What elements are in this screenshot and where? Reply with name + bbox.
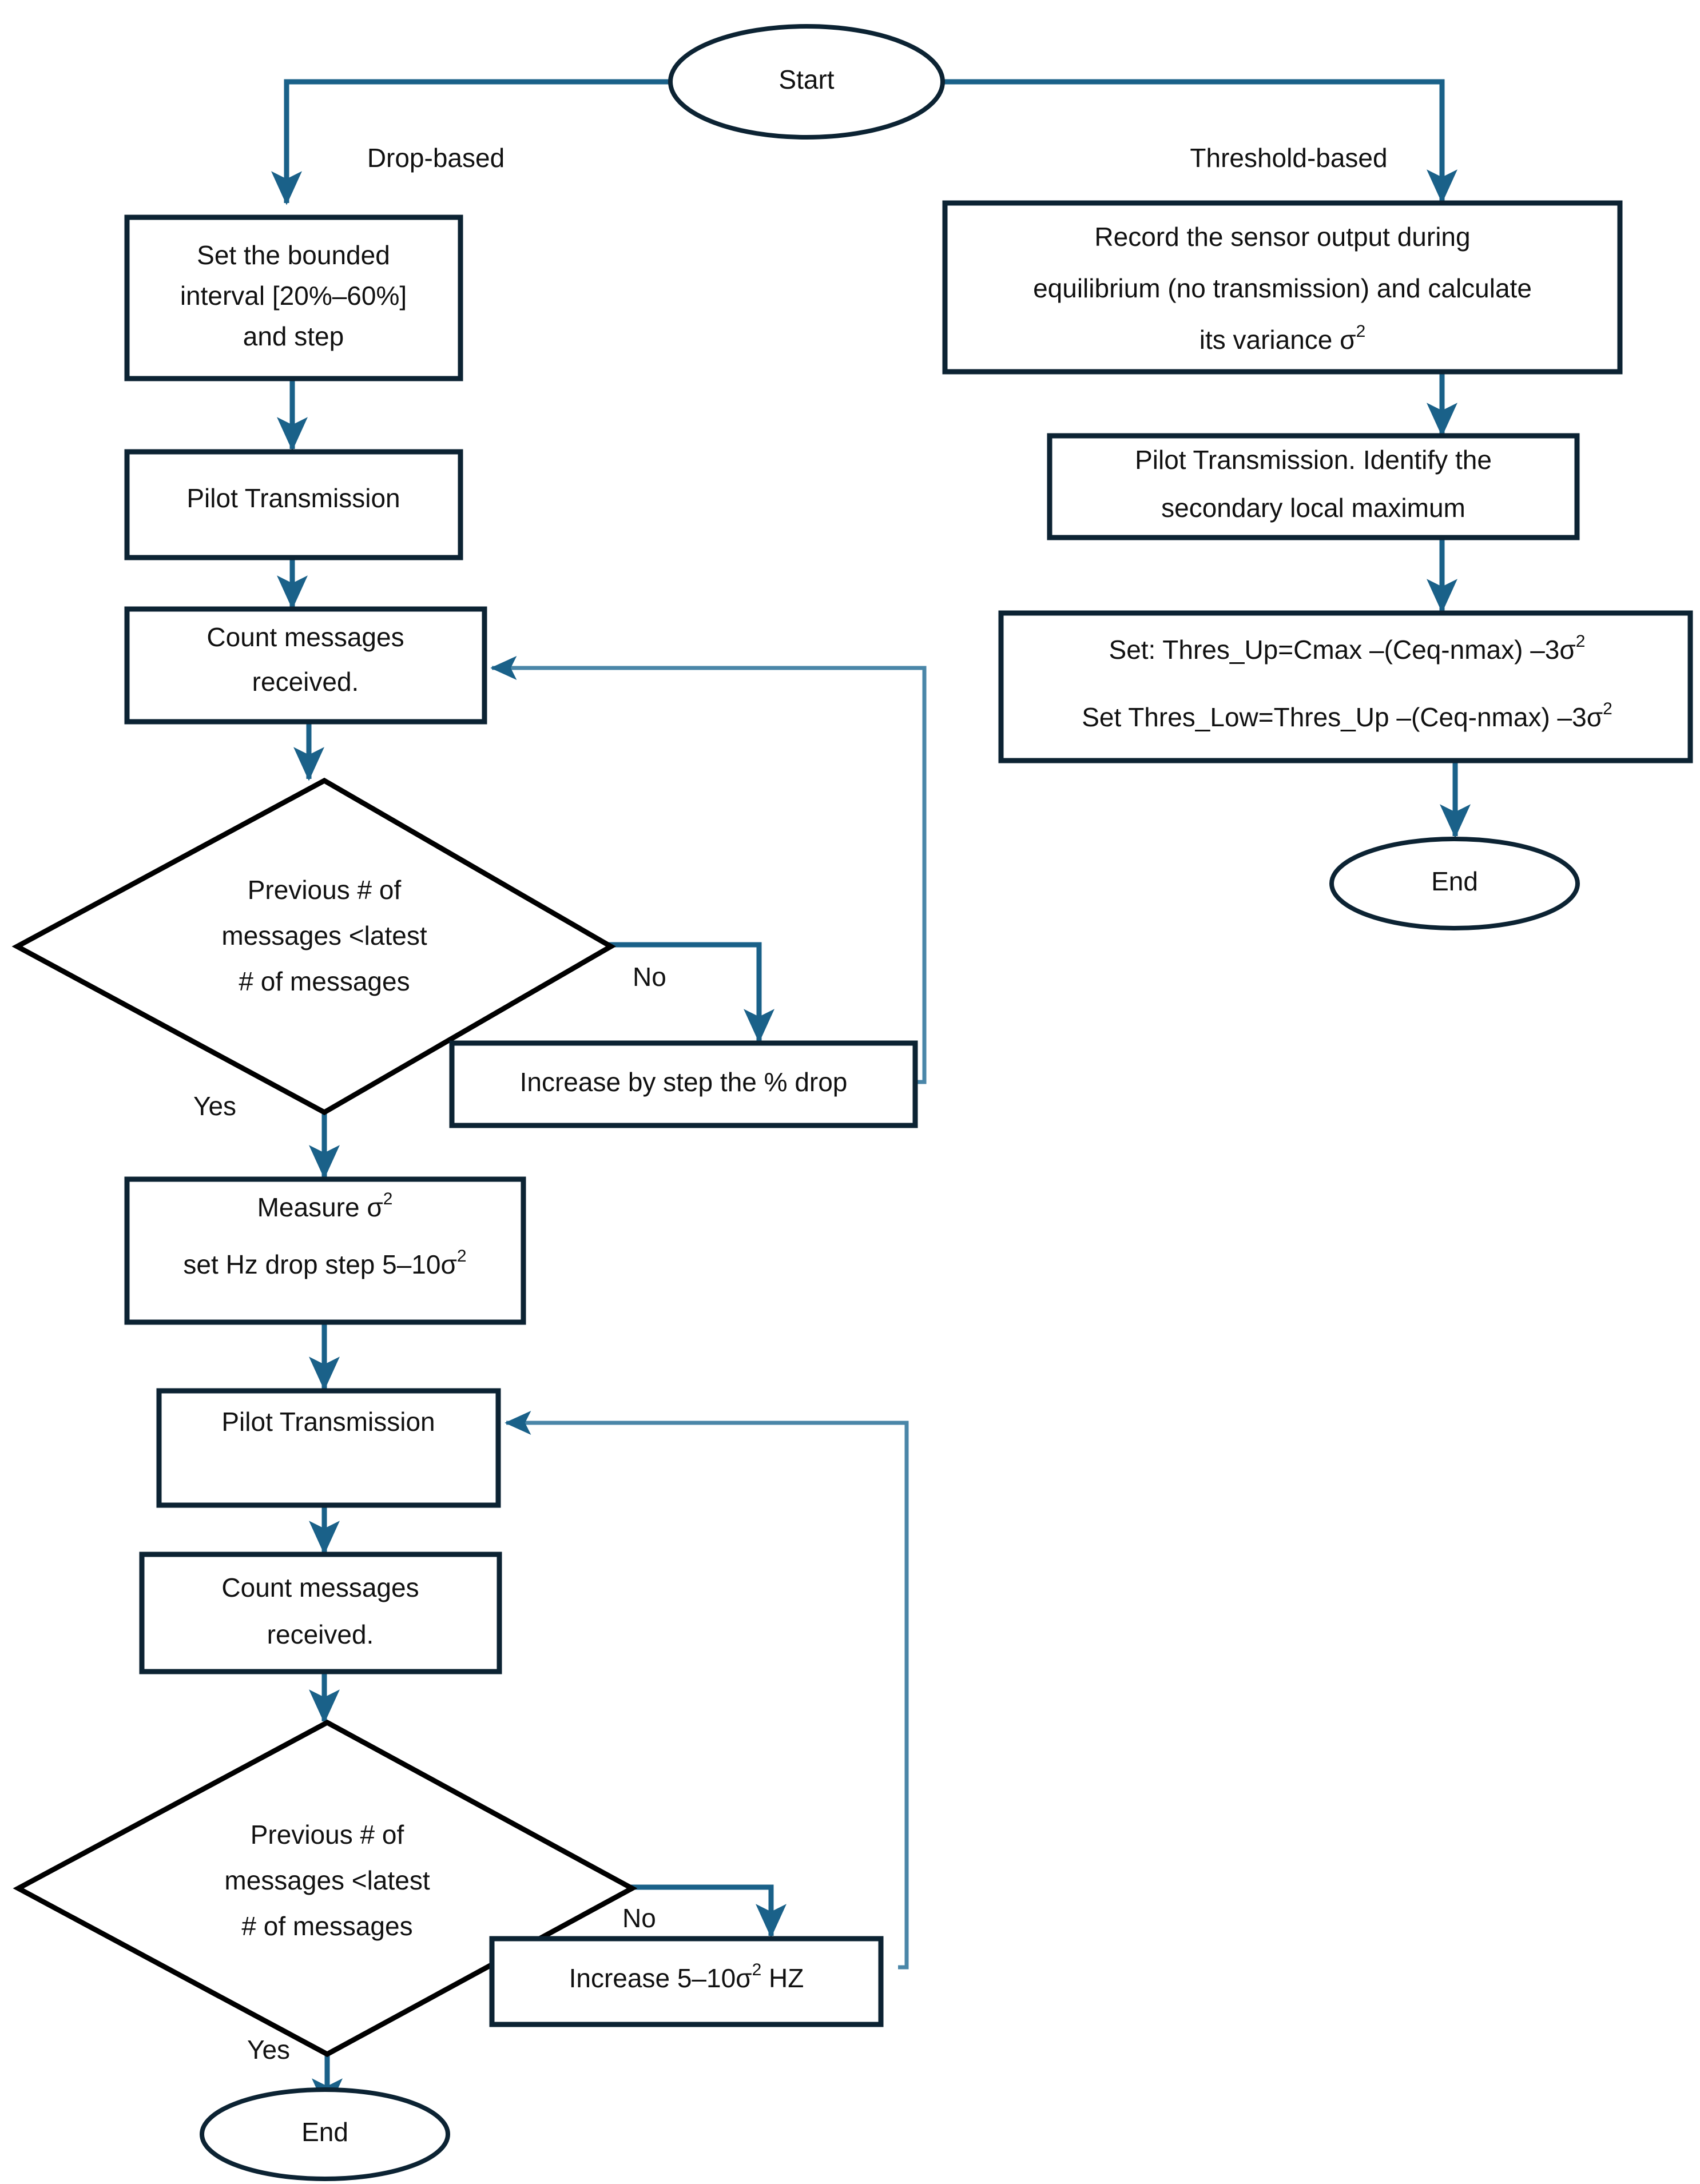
node-set-thresholds-line-1: Set: Thres_Up=Cmax –(Ceq-nmax) –3σ2 [1109, 632, 1586, 665]
node-start-label: Start [778, 65, 834, 94]
node-count-messages-2-line-2: received. [267, 1620, 374, 1649]
edge-label-no-2: No [622, 1903, 656, 1933]
node-pilot-transmission-2[interactable]: Pilot Transmission [156, 1388, 501, 1508]
node-measure-variance[interactable]: Measure σ2 set Hz drop step 5–10σ2 [124, 1176, 526, 1325]
node-record-sensor-output[interactable]: Record the sensor output during equilibr… [942, 200, 1623, 375]
node-decision-messages-2-line-1: Previous # of [251, 1820, 404, 1849]
edge-start-to-left [271, 79, 672, 205]
edge-label-yes-1: Yes [193, 1091, 236, 1121]
node-set-bounded-interval-line-3: and step [243, 321, 344, 351]
node-increase-percent-drop-label: Increase by step the % drop [520, 1067, 848, 1097]
node-right-pilot-transmission[interactable]: Pilot Transmission. Identify the seconda… [1047, 433, 1580, 540]
node-decision-messages-2-line-2: messages <latest [224, 1865, 430, 1895]
node-end-left-label: End [301, 2117, 348, 2147]
node-set-thresholds-line-2: Set Thres_Low=Thres_Up –(Ceq-nmax) –3σ2 [1082, 699, 1612, 732]
node-right-pilot-transmission-line-2: secondary local maximum [1161, 493, 1465, 523]
edge-increase-pct-feedback [490, 656, 927, 1084]
edge-decision1-no [608, 942, 775, 1043]
edge-label-no-1: No [633, 962, 666, 992]
node-end-right[interactable]: End [1329, 837, 1580, 930]
node-pilot-transmission-1[interactable]: Pilot Transmission [124, 449, 463, 560]
node-decision-messages-1-line-3: # of messages [239, 966, 410, 996]
node-count-messages-2[interactable]: Count messages received. [139, 1552, 502, 1674]
node-record-sensor-output-line-2: equilibrium (no transmission) and calcul… [1033, 273, 1532, 303]
node-set-bounded-interval-line-2: interval [20%–60%] [180, 281, 407, 311]
node-pilot-transmission-1-label: Pilot Transmission [186, 483, 400, 513]
node-decision-messages-1[interactable]: Previous # of messages <latest # of mess… [11, 777, 616, 1116]
edge-start-to-right [941, 79, 1458, 204]
node-increase-percent-drop[interactable]: Increase by step the % drop [449, 1040, 918, 1128]
node-set-thresholds[interactable]: Set: Thres_Up=Cmax –(Ceq-nmax) –3σ2 Set … [998, 610, 1693, 763]
node-right-pilot-transmission-line-1: Pilot Transmission. Identify the [1135, 445, 1492, 475]
node-measure-variance-line-1: Measure σ2 [257, 1190, 393, 1222]
edge-label-drop-based: Drop-based [367, 143, 505, 173]
edge-increase-hz-feedback [505, 1411, 909, 1970]
node-end-left[interactable]: End [200, 2087, 450, 2181]
node-increase-hz-label: Increase 5–10σ2 HZ [569, 1960, 804, 1993]
edge-label-yes-2: Yes [247, 2035, 290, 2064]
node-count-messages-1[interactable]: Count messages received. [124, 606, 487, 725]
node-increase-hz[interactable]: Increase 5–10σ2 HZ [489, 1936, 884, 2027]
node-decision-messages-2[interactable]: Previous # of messages <latest # of mess… [13, 1719, 638, 2058]
node-decision-messages-1-line-1: Previous # of [248, 875, 402, 905]
node-end-right-label: End [1431, 866, 1478, 896]
edge-decision2-no [629, 1884, 787, 1938]
node-start[interactable]: Start [668, 24, 945, 140]
node-measure-variance-line-2: set Hz drop step 5–10σ2 [183, 1247, 466, 1279]
edge-label-threshold-based: Threshold-based [1190, 143, 1387, 173]
node-count-messages-1-line-1: Count messages [206, 622, 404, 652]
node-decision-messages-1-line-2: messages <latest [221, 921, 427, 950]
node-decision-messages-2-line-3: # of messages [241, 1911, 412, 1941]
node-count-messages-2-line-1: Count messages [221, 1573, 419, 1602]
node-record-sensor-output-line-3: its variance σ2 [1199, 322, 1366, 355]
node-set-bounded-interval-line-1: Set the bounded [197, 240, 390, 270]
node-set-bounded-interval[interactable]: Set the bounded interval [20%–60%] and s… [124, 214, 463, 381]
node-pilot-transmission-2-label: Pilot Transmission [221, 1407, 435, 1437]
node-record-sensor-output-line-1: Record the sensor output during [1094, 222, 1470, 252]
node-count-messages-1-line-2: received. [252, 667, 359, 697]
